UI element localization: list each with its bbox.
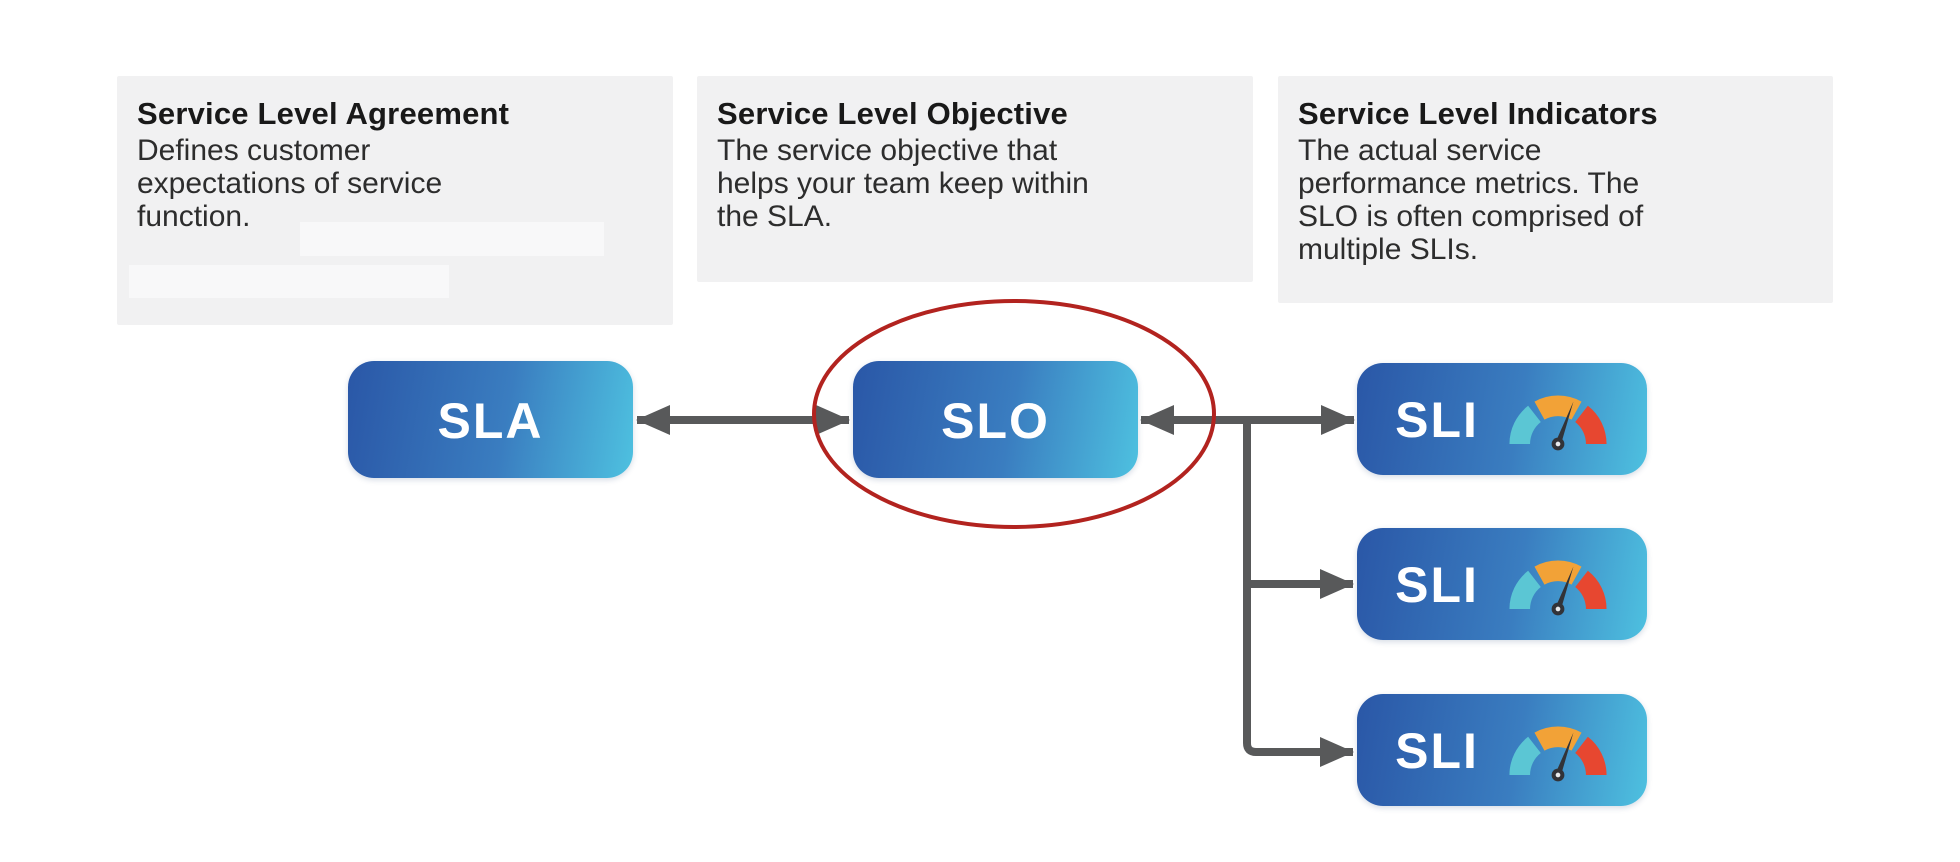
- card-title: Service Level Objective: [717, 96, 1068, 131]
- card-title: Service Level Indicators: [1298, 96, 1658, 131]
- node-sli-2: SLI: [1357, 528, 1647, 640]
- card-text-line: helps your team keep within: [717, 167, 1089, 200]
- node-sli-1: SLI: [1357, 363, 1647, 475]
- gauge-icon: [1509, 726, 1607, 781]
- card-text-line: Defines customer: [137, 134, 371, 167]
- redacted-area: [129, 265, 449, 298]
- node-label: SLI: [1395, 557, 1479, 613]
- card-text-line: SLO is often comprised of: [1298, 200, 1644, 233]
- card-text-line: expectations of service: [137, 167, 443, 200]
- node-label: SLO: [941, 392, 1050, 449]
- redacted-area: [300, 222, 604, 256]
- card-text-line: function.: [137, 200, 251, 233]
- gauge-icon: [1509, 560, 1607, 615]
- card-text-line: The service objective that: [717, 134, 1058, 167]
- card-title: Service Level Agreement: [137, 96, 510, 131]
- gauge-icon: [1509, 395, 1607, 450]
- card-text-line: the SLA.: [717, 200, 833, 233]
- card-text-line: multiple SLIs.: [1298, 233, 1479, 266]
- node-slo: SLO: [853, 361, 1138, 478]
- card-text-line: The actual service: [1298, 134, 1542, 167]
- node-label: SLI: [1395, 392, 1479, 448]
- connector-trunk-sli-3: [1243, 417, 1354, 767]
- card-slo-definition: Service Level Objective The service obje…: [697, 76, 1253, 282]
- node-label: SLA: [437, 392, 544, 449]
- card-text-line: performance metrics. The: [1298, 167, 1640, 200]
- node-sli-3: SLI: [1357, 694, 1647, 806]
- node-label: SLI: [1395, 723, 1479, 779]
- node-sla: SLA: [348, 361, 633, 478]
- card-sli-definition: Service Level Indicators The actual serv…: [1278, 76, 1833, 303]
- card-sla-definition: Service Level Agreement Defines customer…: [117, 76, 673, 325]
